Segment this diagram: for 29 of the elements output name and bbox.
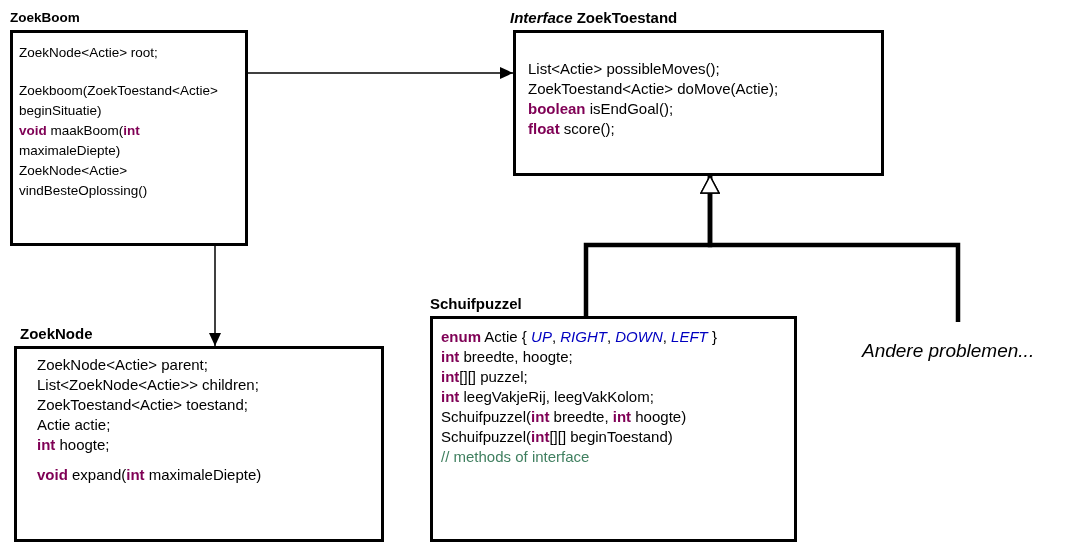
association-arrow	[209, 245, 221, 347]
member-line: Schuifpuzzel(int breedte, int hoogte)	[441, 407, 688, 427]
member-line: ZoekToestand<Actie> doMove(Actie);	[528, 79, 780, 99]
class-name: Schuifpuzzel	[430, 294, 522, 314]
member-line: int[][] puzzel;	[441, 367, 529, 387]
member-line: int breedte, hoogte;	[441, 347, 574, 367]
member-line: boolean isEndGoal();	[528, 99, 675, 119]
class-name: ZoekBoom	[10, 9, 80, 27]
member-line: ZoekNode<Actie> parent;	[37, 355, 209, 375]
member-line: int leegVakjeRij, leegVakKolom;	[441, 387, 655, 407]
member-line: ZoekNode<Actie> vindBesteOplossing()	[19, 162, 149, 200]
member-line: List<Actie> possibleMoves();	[528, 59, 721, 79]
member-line: ZoekToestand<Actie> toestand;	[37, 395, 249, 415]
member-line: ZoekNode<Actie> root;	[19, 44, 159, 62]
member-line: List<ZoekNode<Actie>> children;	[37, 375, 260, 395]
code-comment: // methods of interface	[441, 447, 591, 467]
member-line: void maakBoom(int maximaleDiepte)	[19, 122, 141, 160]
class-name: Interface ZoekToestand	[510, 8, 678, 28]
member-line: Zoekboom(ZoekToestand<Actie> beginSituatie)	[19, 82, 219, 120]
member-line: Schuifpuzzel(int[][] beginToestand)	[441, 427, 674, 447]
member-line: void expand(int maximaleDiepte)	[37, 465, 263, 485]
class-name: ZoekNode	[20, 324, 93, 344]
note-text: Andere problemen...	[862, 340, 1036, 362]
member-line: int hoogte;	[37, 435, 111, 455]
generalization-arrow	[700, 175, 961, 322]
member-line: float score();	[528, 119, 616, 139]
member-line: Actie actie;	[37, 415, 112, 435]
association-arrow	[247, 67, 514, 79]
member-line: enum Actie { UP, RIGHT, DOWN, LEFT }	[441, 327, 718, 347]
